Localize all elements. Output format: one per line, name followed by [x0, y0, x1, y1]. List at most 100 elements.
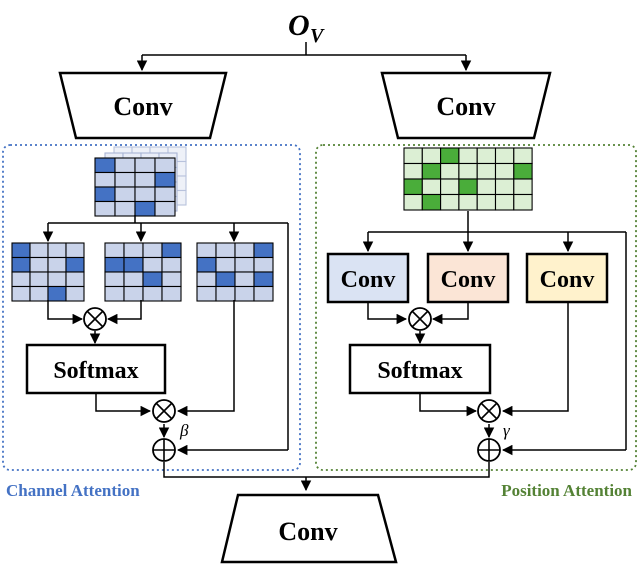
position-multiply-1	[408, 307, 432, 331]
position-softmax-block	[348, 343, 492, 395]
grid-cell	[11, 271, 31, 288]
grid-cell	[440, 178, 460, 196]
grid-cell	[161, 242, 182, 259]
grid-cell	[513, 178, 533, 196]
grid-cell	[513, 147, 533, 165]
position-softmax-label: Softmax	[377, 358, 462, 384]
position-conv2-label: Conv	[441, 267, 496, 293]
grid-cell	[114, 171, 136, 188]
position-multiply-2	[477, 399, 501, 423]
grid-cell	[142, 285, 163, 302]
grid-cell	[123, 242, 144, 259]
grid-cell	[104, 256, 125, 273]
grid-cell	[142, 271, 163, 288]
output-conv-block	[220, 493, 398, 564]
input-split	[136, 42, 472, 72]
grid-cell	[234, 242, 255, 259]
input-title: O	[288, 9, 310, 42]
grid-cell	[11, 242, 31, 259]
channel-softmax-label: Softmax	[53, 358, 138, 384]
grid-cell	[403, 193, 423, 211]
grid-cell	[47, 271, 67, 288]
grid-cell	[114, 157, 136, 174]
grid-cell	[29, 271, 49, 288]
grid-cell	[234, 271, 255, 288]
grid-cell	[134, 186, 156, 203]
grid-cell	[421, 147, 442, 165]
position-conv1-block	[326, 252, 410, 304]
grid-cell	[123, 271, 144, 288]
channel-connectors	[42, 215, 306, 478]
grid-cell	[104, 242, 125, 259]
grid-cell	[215, 285, 236, 302]
grid-cell	[142, 256, 163, 273]
grid-cell	[458, 178, 478, 196]
grid-cell	[29, 242, 49, 259]
grid-cell	[161, 256, 182, 273]
grid-cell	[154, 157, 176, 174]
grid-cell	[196, 271, 217, 288]
grid-cell	[94, 200, 116, 217]
grid-cell	[253, 242, 274, 259]
grid-cell	[403, 147, 423, 165]
grid-cell	[196, 256, 217, 273]
position-conv3-label: Conv	[540, 267, 595, 293]
grid-cell	[29, 256, 49, 273]
channel-softmax-block	[25, 343, 167, 395]
grid-cell	[494, 147, 515, 165]
grid-cell	[476, 147, 497, 165]
grid-cell	[215, 242, 236, 259]
grid-cell	[161, 285, 182, 302]
right-conv-block	[380, 71, 552, 140]
grid-cell	[458, 147, 478, 165]
grid-cell	[154, 200, 176, 217]
grid-cell	[154, 171, 176, 188]
grid-cell	[47, 285, 67, 302]
channel-add	[152, 438, 176, 462]
right-conv-label: Conv	[436, 92, 495, 121]
grid-cell	[476, 178, 497, 196]
channel-beta: β	[179, 421, 189, 440]
grid-cell	[403, 162, 423, 180]
grid-cell	[123, 256, 144, 273]
grid-cell	[11, 256, 31, 273]
grid-cell	[215, 271, 236, 288]
grid-cell	[494, 193, 515, 211]
grid-cell	[494, 162, 515, 180]
grid-cell	[104, 271, 125, 288]
grid-cell	[440, 162, 460, 180]
channel-multiply-1	[83, 307, 107, 331]
position-connectors	[300, 211, 627, 492]
grid-cell	[114, 186, 136, 203]
grid-cell	[65, 271, 85, 288]
grid-cell	[114, 200, 136, 217]
input-title-subscript: V	[310, 25, 325, 47]
grid-cell	[134, 171, 156, 188]
grid-cell	[458, 193, 478, 211]
grid-cell	[94, 186, 116, 203]
position-attention-label: Position Attention	[501, 481, 632, 500]
grid-cell	[134, 157, 156, 174]
grid-cell	[65, 256, 85, 273]
grid-cell	[234, 256, 255, 273]
position-conv1-label: Conv	[341, 267, 396, 293]
grid-cell	[476, 162, 497, 180]
grid-cell	[196, 242, 217, 259]
grid-cell	[421, 162, 442, 180]
grid-cell	[513, 193, 533, 211]
grid-cell	[196, 285, 217, 302]
channel-attention-label: Channel Attention	[6, 481, 140, 500]
grid-cell	[215, 256, 236, 273]
position-conv3-block	[525, 252, 609, 304]
channel-grid-key	[104, 242, 182, 302]
grid-cell	[65, 242, 85, 259]
grid-cell	[421, 178, 442, 196]
grid-cell	[494, 178, 515, 196]
left-conv-label: Conv	[113, 92, 172, 121]
channel-feature-stack	[94, 146, 187, 217]
grid-cell	[104, 285, 125, 302]
grid-cell	[154, 186, 176, 203]
position-conv2-block	[426, 252, 510, 304]
position-feature-grid	[403, 147, 533, 211]
